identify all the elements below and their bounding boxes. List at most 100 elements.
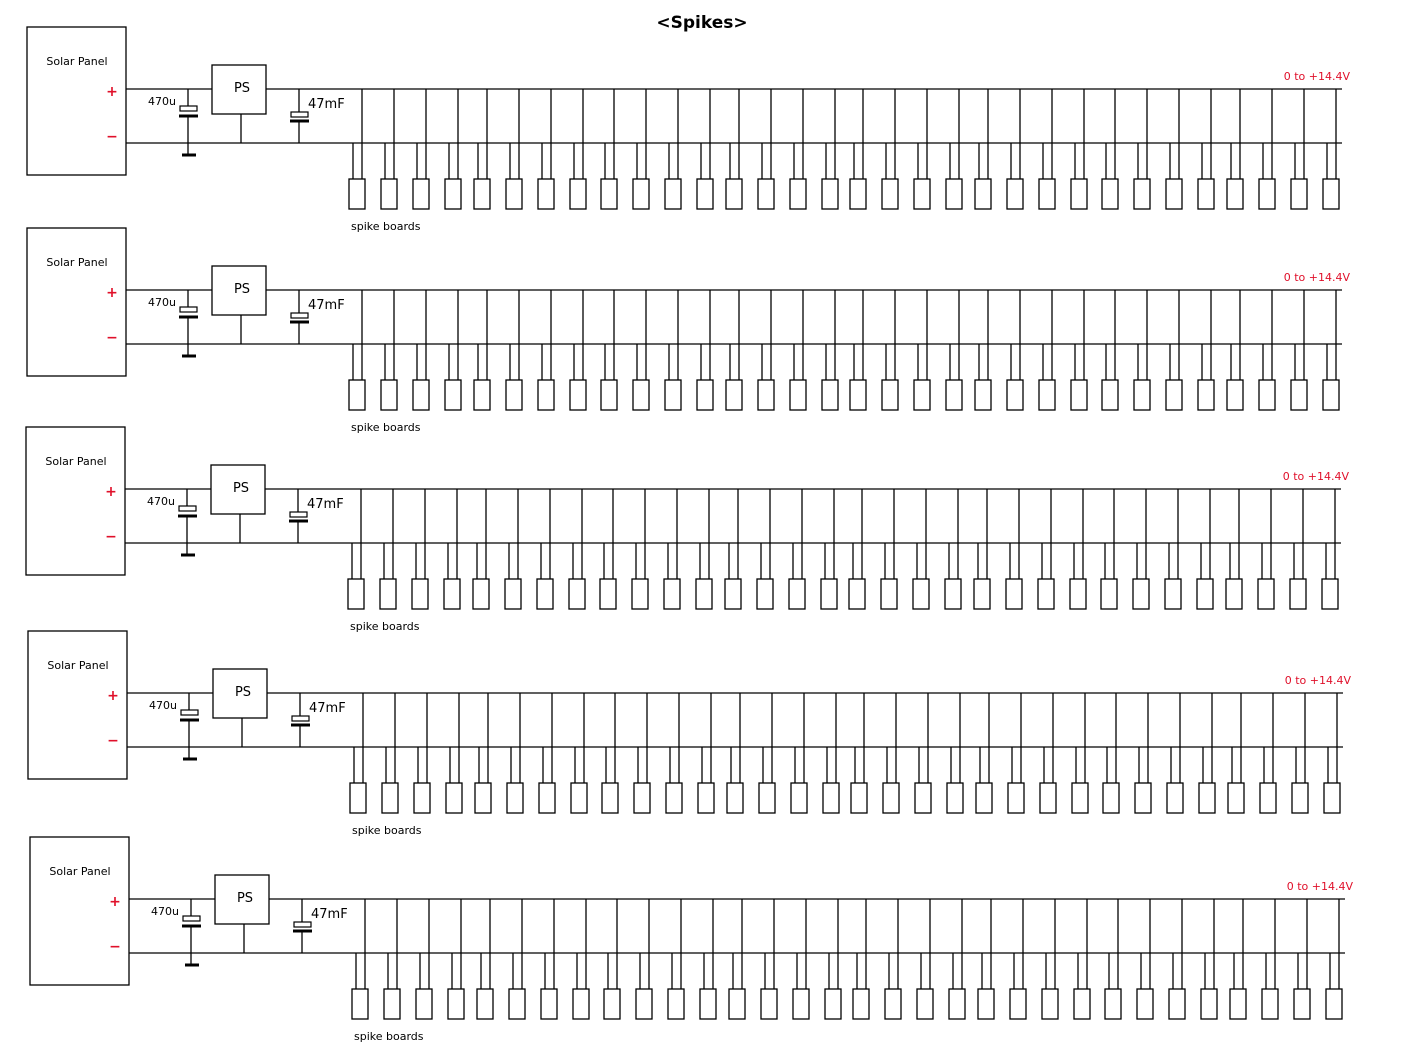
spike-board — [568, 489, 586, 610]
plus-terminal-label: + — [105, 484, 117, 500]
spike-board — [975, 693, 993, 814]
spike-board — [1100, 489, 1118, 610]
spike-board — [912, 489, 930, 610]
spike-board — [631, 489, 649, 610]
spike-board-box — [1071, 782, 1089, 814]
spike-board-box — [945, 178, 963, 210]
plus-terminal-label: + — [106, 84, 118, 100]
output-cap-label: 47mF — [308, 298, 345, 313]
spike-board-box — [1039, 782, 1057, 814]
spike-board-box — [916, 988, 934, 1020]
spike-board — [696, 290, 714, 411]
spike-board — [348, 89, 366, 210]
spike-board — [760, 899, 778, 1020]
spike-board — [411, 489, 429, 610]
spike-board — [1006, 290, 1024, 411]
spike-board — [789, 290, 807, 411]
spike-board-box — [1258, 178, 1276, 210]
spike-board — [379, 489, 397, 610]
spike-board-box — [1322, 178, 1340, 210]
spike-board-box — [570, 782, 588, 814]
spike-board — [538, 693, 556, 814]
spike-boards-label: spike boards — [352, 824, 422, 837]
spike-board-box — [697, 782, 715, 814]
minus-terminal-label: − — [109, 939, 121, 955]
spike-board-box — [1197, 379, 1215, 411]
input-cap-plate-positive — [179, 105, 198, 112]
spike-board-box — [351, 988, 369, 1020]
spike-board — [1166, 693, 1184, 814]
spike-board — [945, 89, 963, 210]
spike-board-box — [538, 782, 556, 814]
spike-board — [1197, 290, 1215, 411]
spike-board-box — [472, 578, 490, 610]
output-cap-plate-positive — [291, 715, 310, 722]
spike-board — [600, 89, 618, 210]
solar-panel-box — [25, 426, 126, 576]
spike-board — [1006, 89, 1024, 210]
spike-board — [790, 693, 808, 814]
output-cap-plate-positive — [290, 312, 309, 319]
spike-board — [1070, 290, 1088, 411]
input-cap-label: 470u — [149, 699, 177, 712]
spike-board — [412, 290, 430, 411]
input-cap-plate-positive — [180, 709, 199, 716]
spike-board-box — [1259, 782, 1277, 814]
voltage-range-label: 0 to +14.4V — [1285, 674, 1352, 687]
spike-board — [443, 489, 461, 610]
spike-board-box — [476, 988, 494, 1020]
spike-board — [635, 899, 653, 1020]
spike-board — [788, 489, 806, 610]
spike-board — [792, 899, 810, 1020]
spike-board — [884, 899, 902, 1020]
spike-board-box — [1227, 782, 1245, 814]
spike-board — [1322, 290, 1340, 411]
input-cap-label: 470u — [147, 495, 175, 508]
spike-board-box — [1261, 988, 1279, 1020]
spike-board-box — [665, 782, 683, 814]
spike-board — [667, 899, 685, 1020]
spike-board-box — [505, 379, 523, 411]
spike-board-box — [1257, 578, 1275, 610]
spike-board — [1168, 899, 1186, 1020]
spike-board-box — [1165, 379, 1183, 411]
spike-board-box — [1323, 782, 1341, 814]
spike-board-box — [1101, 379, 1119, 411]
spike-board-box — [667, 988, 685, 1020]
solar-panel-label: Solar Panel — [46, 55, 107, 68]
spike-board — [601, 693, 619, 814]
spike-board-box — [508, 988, 526, 1020]
spike-board-box — [569, 178, 587, 210]
spike-board — [504, 489, 522, 610]
spike-board-box — [1197, 178, 1215, 210]
solar-panel-label: Solar Panel — [47, 659, 108, 672]
spike-board — [945, 290, 963, 411]
spike-board-box — [944, 578, 962, 610]
spike-board — [1225, 489, 1243, 610]
spike-board — [852, 899, 870, 1020]
spike-board-box — [1226, 178, 1244, 210]
spike-board — [881, 89, 899, 210]
spike-board — [1323, 693, 1341, 814]
spike-board — [664, 290, 682, 411]
spike-board — [444, 89, 462, 210]
spike-board-box — [977, 988, 995, 1020]
output-cap-plate-positive — [290, 111, 309, 118]
spike-board — [1101, 89, 1119, 210]
spike-board — [569, 89, 587, 210]
input-cap-plate-positive — [179, 306, 198, 313]
spike-board — [1257, 489, 1275, 610]
solar-panel-box — [26, 26, 127, 176]
spike-board — [1009, 899, 1027, 1020]
spike-board — [472, 489, 490, 610]
spike-board — [473, 290, 491, 411]
spike-board — [603, 899, 621, 1020]
plus-terminal-label: + — [109, 894, 121, 910]
power-supply-box — [214, 874, 270, 925]
spike-board-box — [447, 988, 465, 1020]
spike-board-box — [914, 782, 932, 814]
spike-board-box — [792, 988, 810, 1020]
spike-board-box — [760, 988, 778, 1020]
spike-board — [916, 899, 934, 1020]
